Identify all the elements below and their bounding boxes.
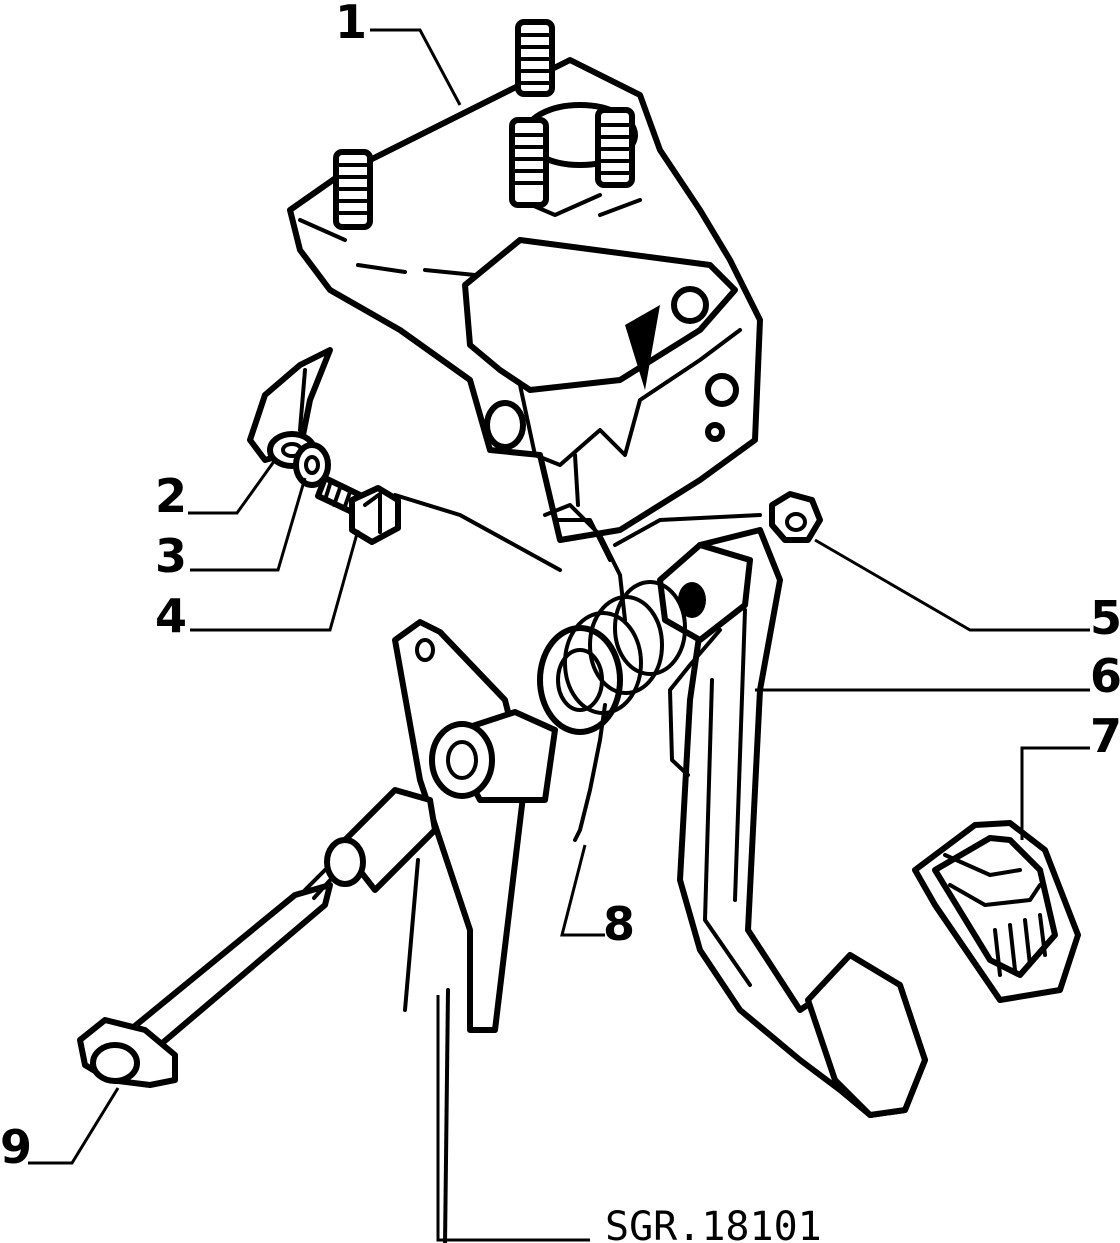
callout-9: 9	[0, 1120, 32, 1174]
lever-arm	[392, 619, 558, 1243]
callout-4: 4	[155, 589, 187, 643]
callout-7: 7	[1090, 709, 1120, 763]
callout-5: 5	[1090, 591, 1120, 645]
callout-2: 2	[155, 469, 187, 523]
return-spring	[537, 503, 687, 842]
callout-3: 3	[155, 529, 187, 583]
callout-1: 1	[335, 0, 367, 49]
callout-8: 8	[603, 897, 635, 951]
nut	[769, 491, 823, 543]
pedal-bracket	[247, 57, 763, 572]
bolt	[315, 475, 401, 545]
figure-code: SGR.18101	[605, 1204, 822, 1243]
stud-bolts	[333, 19, 635, 230]
leader-lines	[28, 28, 1090, 1242]
pedal-pad	[912, 820, 1081, 1003]
spring-washer	[293, 442, 331, 488]
clutch-pedal	[657, 527, 928, 1118]
pivot-pin	[77, 787, 438, 1088]
callout-6: 6	[1090, 649, 1120, 703]
